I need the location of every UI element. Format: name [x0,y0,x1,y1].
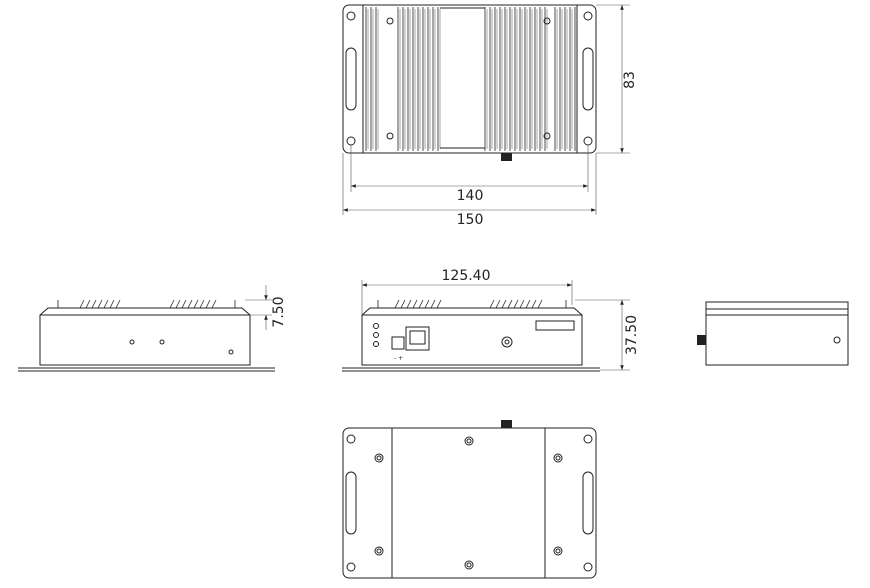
heatsink-fin [418,299,424,309]
heatsink-fin [495,299,501,309]
heatsink-fin [97,299,103,309]
heatsink-fin [109,299,115,309]
heatsink-fin [115,299,121,309]
heatsink-fin [103,299,109,309]
antenna-connector [501,153,512,161]
heatsink-fin [394,299,400,309]
heatsink-fin [513,299,519,309]
bottom-view [342,420,597,579]
front-dimensions [361,280,630,371]
heatsink-fin [205,299,211,309]
power-terminal [391,336,405,350]
heatsink-fin [85,299,91,309]
heatsink-fin [187,299,193,309]
heatsink-fin [199,299,205,309]
dim-140: 140 [457,188,484,204]
heatsink-fin [181,299,187,309]
heatsink-fin [91,299,97,309]
dim-150: 150 [457,212,484,228]
heatsink-fin [175,299,181,309]
heatsink-fin [211,299,217,309]
power-polarity-label: - + [394,355,403,362]
left-dimensions [245,285,272,330]
heatsink-fin [519,299,525,309]
heatsink-fin [525,299,531,309]
heatsink-fin [424,299,430,309]
heatsink-fin [531,299,537,309]
heatsink-fin [406,299,412,309]
front-view [342,299,600,372]
dim-83: 83 [622,71,638,89]
heatsink-fin [501,299,507,309]
brand-label [535,320,575,331]
top-view [342,4,597,161]
heatsink-fin [430,299,436,309]
left-side-view [18,299,275,372]
heatsink-fin [537,299,543,309]
heatsink-fin [489,299,495,309]
heatsink-fin [436,299,442,309]
heatsink-fin [79,299,85,309]
heatsink-fin [412,299,418,309]
ethernet-port [405,326,430,351]
right-side-view [697,301,849,366]
dim-7-50: 7.50 [271,296,287,327]
top-dimensions [342,4,630,215]
dim-37-50: 37.50 [624,315,640,355]
dim-125-40: 125.40 [442,268,491,284]
heatsink-fin [507,299,513,309]
heatsink-fin [193,299,199,309]
heatsink-fin [169,299,175,309]
heatsink-fin [400,299,406,309]
antenna-port [501,336,513,348]
